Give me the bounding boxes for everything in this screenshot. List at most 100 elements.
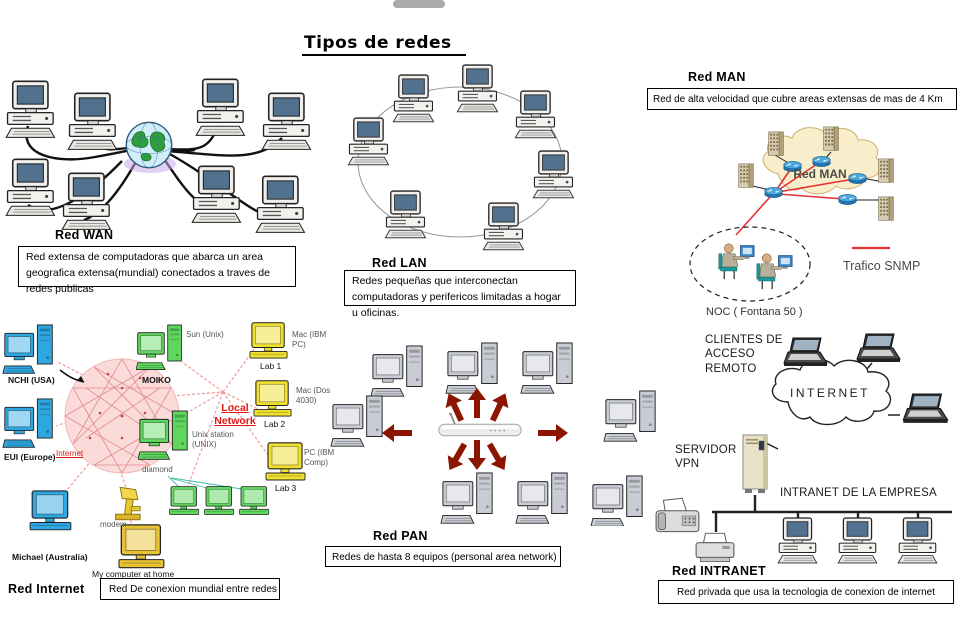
- node-home-label: My computer at home: [92, 569, 175, 579]
- desktop-computer-icon: [195, 78, 246, 137]
- section-red-wan: Red WAN Red extensa de computadoras que …: [0, 60, 320, 295]
- node-australia-label: Michael (Australia): [12, 552, 88, 562]
- pan-description: Redes de hasta 8 equipos (personal area …: [325, 546, 561, 567]
- monitor-computer-icon: [239, 486, 270, 515]
- man-description: Red de alta velocidad que cubre areas ex…: [647, 88, 957, 110]
- monitor-computer-icon: [169, 486, 200, 515]
- tower-computer-icon: [515, 472, 568, 524]
- lan-label: Red LAN: [372, 256, 427, 270]
- printer-icon: [695, 532, 735, 563]
- usa-arrowhead: [77, 376, 84, 382]
- node-moiko-label: MOIKO: [142, 375, 171, 385]
- desktop-computer-icon: [514, 90, 557, 139]
- desktop-computer-icon: [67, 92, 118, 151]
- intranet-cloud-label: INTERNET: [790, 386, 870, 400]
- man-cloud-label: Red MAN: [793, 167, 846, 181]
- section-red-man: Red MAN Red de alta velocidad que cubre …: [640, 60, 962, 325]
- modem-icon: [115, 486, 141, 521]
- desktop-computer-icon: [837, 517, 878, 564]
- lan-description: Redes pequeñas que interconectan computa…: [344, 270, 576, 319]
- section-red-lan: Red LAN Redes pequeñas que interconectan…: [330, 62, 600, 319]
- section-red-internet: NCHI (USA) EUI (Europe) Michael (Austral…: [0, 318, 335, 614]
- pan-arrow-icon: [484, 389, 514, 425]
- intranet-label: Red INTRANET: [672, 564, 766, 578]
- vpn-server-label: SERVIDOR VPN: [675, 444, 737, 471]
- tower-computer-icon: [440, 472, 493, 524]
- node-modem-label: modem: [100, 520, 127, 529]
- node-usa-label: NCHI (USA): [8, 375, 55, 385]
- local-network-label: Local Network: [214, 402, 256, 428]
- pan-diagram: [330, 342, 656, 526]
- tower-computer-icon: [330, 395, 383, 447]
- laptop-icon: [856, 333, 901, 363]
- internet-diagram: [2, 322, 306, 569]
- lan-diagram: [347, 64, 575, 251]
- monitor-computer-icon: [29, 490, 72, 531]
- node-europe-label: EUI (Europe): [4, 452, 56, 462]
- node-lab3-label: Lab 3: [275, 483, 297, 493]
- tower-computer-icon: [603, 390, 656, 442]
- globe-icon: [125, 121, 173, 169]
- desktop-computer-icon: [347, 117, 390, 166]
- desktop-computer-icon: [777, 517, 818, 564]
- pan-arrow-icon: [481, 439, 513, 475]
- desktop-computer-icon: [456, 64, 499, 113]
- wan-diagram: [5, 78, 312, 234]
- desktop-computer-icon: [255, 175, 306, 234]
- man-label: Red MAN: [688, 70, 746, 84]
- node-lab2-label: Lab 2: [264, 419, 286, 429]
- tower-computer-icon: [2, 398, 53, 448]
- node-unix-station-label: Unix station (UNIX): [192, 430, 234, 449]
- operator-icon: [718, 243, 755, 280]
- snmp-legend-label: Trafico SNMP: [843, 259, 920, 273]
- intranet-bus-label: INTRANET DE LA EMPRESA: [780, 487, 937, 499]
- internet-description: Red De conexion mundial entre redes: [100, 578, 280, 600]
- pan-arrow-icon: [382, 424, 412, 442]
- remote-clients-label: CLIENTES DE ACCESO REMOTO: [705, 334, 783, 375]
- scan-smudge: [393, 0, 445, 8]
- node-sun-label: Sun (Unix): [186, 330, 224, 339]
- intranet-cloud: [771, 359, 892, 426]
- monitor-computer-icon: [265, 442, 306, 481]
- tower-computer-icon: [370, 345, 423, 397]
- laptop-icon: [902, 393, 949, 424]
- node-lab1-type: Mac (IBM PC): [292, 330, 327, 349]
- wan-description: Red extensa de computadoras que abarca u…: [18, 246, 296, 295]
- desktop-computer-icon: [61, 172, 112, 231]
- noc-ellipse: [689, 226, 811, 302]
- intranet-description: Red privada que usa la tecnologia de con…: [658, 580, 954, 604]
- node-lab3-type: PC (IBM Comp): [304, 448, 335, 467]
- tower-computer-icon: [445, 342, 498, 394]
- router-icon: [812, 155, 831, 168]
- router-icon: [764, 186, 783, 199]
- wan-label: Red WAN: [55, 228, 114, 242]
- page-title: Tipos de redes: [302, 33, 466, 56]
- building-icon: [823, 126, 839, 151]
- desktop-computer-icon: [261, 92, 312, 151]
- vpn-server-icon: [742, 434, 768, 494]
- internet-section-label: Red Internet: [8, 582, 85, 596]
- section-red-intranet: INTERNET CLIENTES DE ACCESO REMOTO SERVI…: [650, 325, 962, 617]
- tower-computer-icon: [136, 324, 182, 371]
- monitor-computer-icon: [249, 322, 288, 359]
- noc-label: NOC ( Fontana 50 ): [706, 306, 803, 318]
- node-lab1-label: Lab 1: [260, 361, 282, 371]
- pan-arrow-icon: [441, 439, 473, 475]
- desktop-computer-icon: [392, 74, 435, 123]
- building-icon: [878, 196, 894, 221]
- section-red-pan: Red PAN Redes de hasta 8 equipos (person…: [325, 330, 665, 575]
- tower-computer-icon: [2, 324, 53, 374]
- building-icon: [738, 163, 754, 188]
- snmp-links: [735, 161, 855, 236]
- operator-icon: [756, 253, 793, 290]
- desktop-computer-icon: [191, 165, 242, 224]
- pan-arrow-icon: [468, 440, 486, 470]
- monitor-computer-icon: [204, 486, 235, 515]
- desktop-computer-icon: [897, 517, 938, 564]
- intranet-diagram: INTERNET: [655, 333, 952, 564]
- pan-arrow-icon: [440, 389, 470, 425]
- desktop-computer-icon: [482, 202, 525, 251]
- monitor-computer-icon: [118, 524, 165, 569]
- node-diamond-label: diamond: [142, 465, 173, 474]
